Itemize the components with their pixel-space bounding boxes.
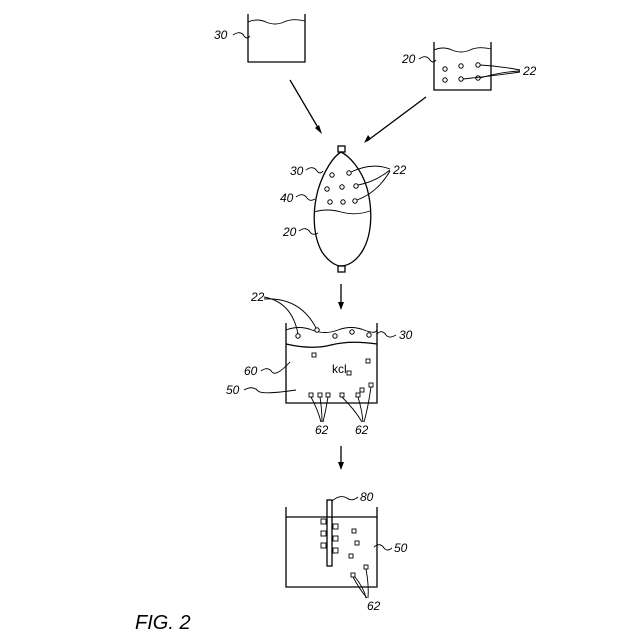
label-40: 40 <box>280 191 294 205</box>
label-62-right: 62 <box>355 423 369 437</box>
label-80: 80 <box>360 490 374 504</box>
sac <box>314 146 371 272</box>
top-right-container <box>434 42 491 90</box>
label-30-sac: 30 <box>290 164 304 178</box>
leader-40 <box>296 195 315 201</box>
label-20-top: 20 <box>401 52 416 66</box>
label-62-bottom: 62 <box>367 599 381 613</box>
label-62-left: 62 <box>315 423 329 437</box>
kcl-label: kcl <box>332 362 347 376</box>
label-22-sac: 22 <box>392 163 407 177</box>
label-60: 60 <box>244 364 258 378</box>
label-50-tank: 50 <box>226 383 240 397</box>
label-22-top: 22 <box>522 64 537 78</box>
label-30-tank: 30 <box>399 328 413 342</box>
arrow-right-to-sac <box>364 97 426 143</box>
leader-30-sac <box>306 168 323 173</box>
figure-caption: FIG. 2 <box>135 612 191 634</box>
bottom-tank <box>286 500 377 587</box>
leaders-62-right <box>342 387 371 422</box>
label-22-tank: 22 <box>250 290 265 304</box>
leader-80 <box>332 497 358 501</box>
leaders-62-left <box>311 397 328 422</box>
label-50-bottom: 50 <box>394 541 408 555</box>
leader-50-tank <box>244 388 296 393</box>
label-30-top: 30 <box>214 28 228 42</box>
leader-30-tank <box>377 332 396 337</box>
label-20-sac: 20 <box>282 225 297 239</box>
arrow-left-to-sac <box>290 80 322 134</box>
arrow-to-bottom-tank <box>338 446 344 470</box>
top-left-container <box>248 14 305 62</box>
arrow-to-tank <box>338 284 344 310</box>
leaders-22-sac <box>351 166 390 200</box>
